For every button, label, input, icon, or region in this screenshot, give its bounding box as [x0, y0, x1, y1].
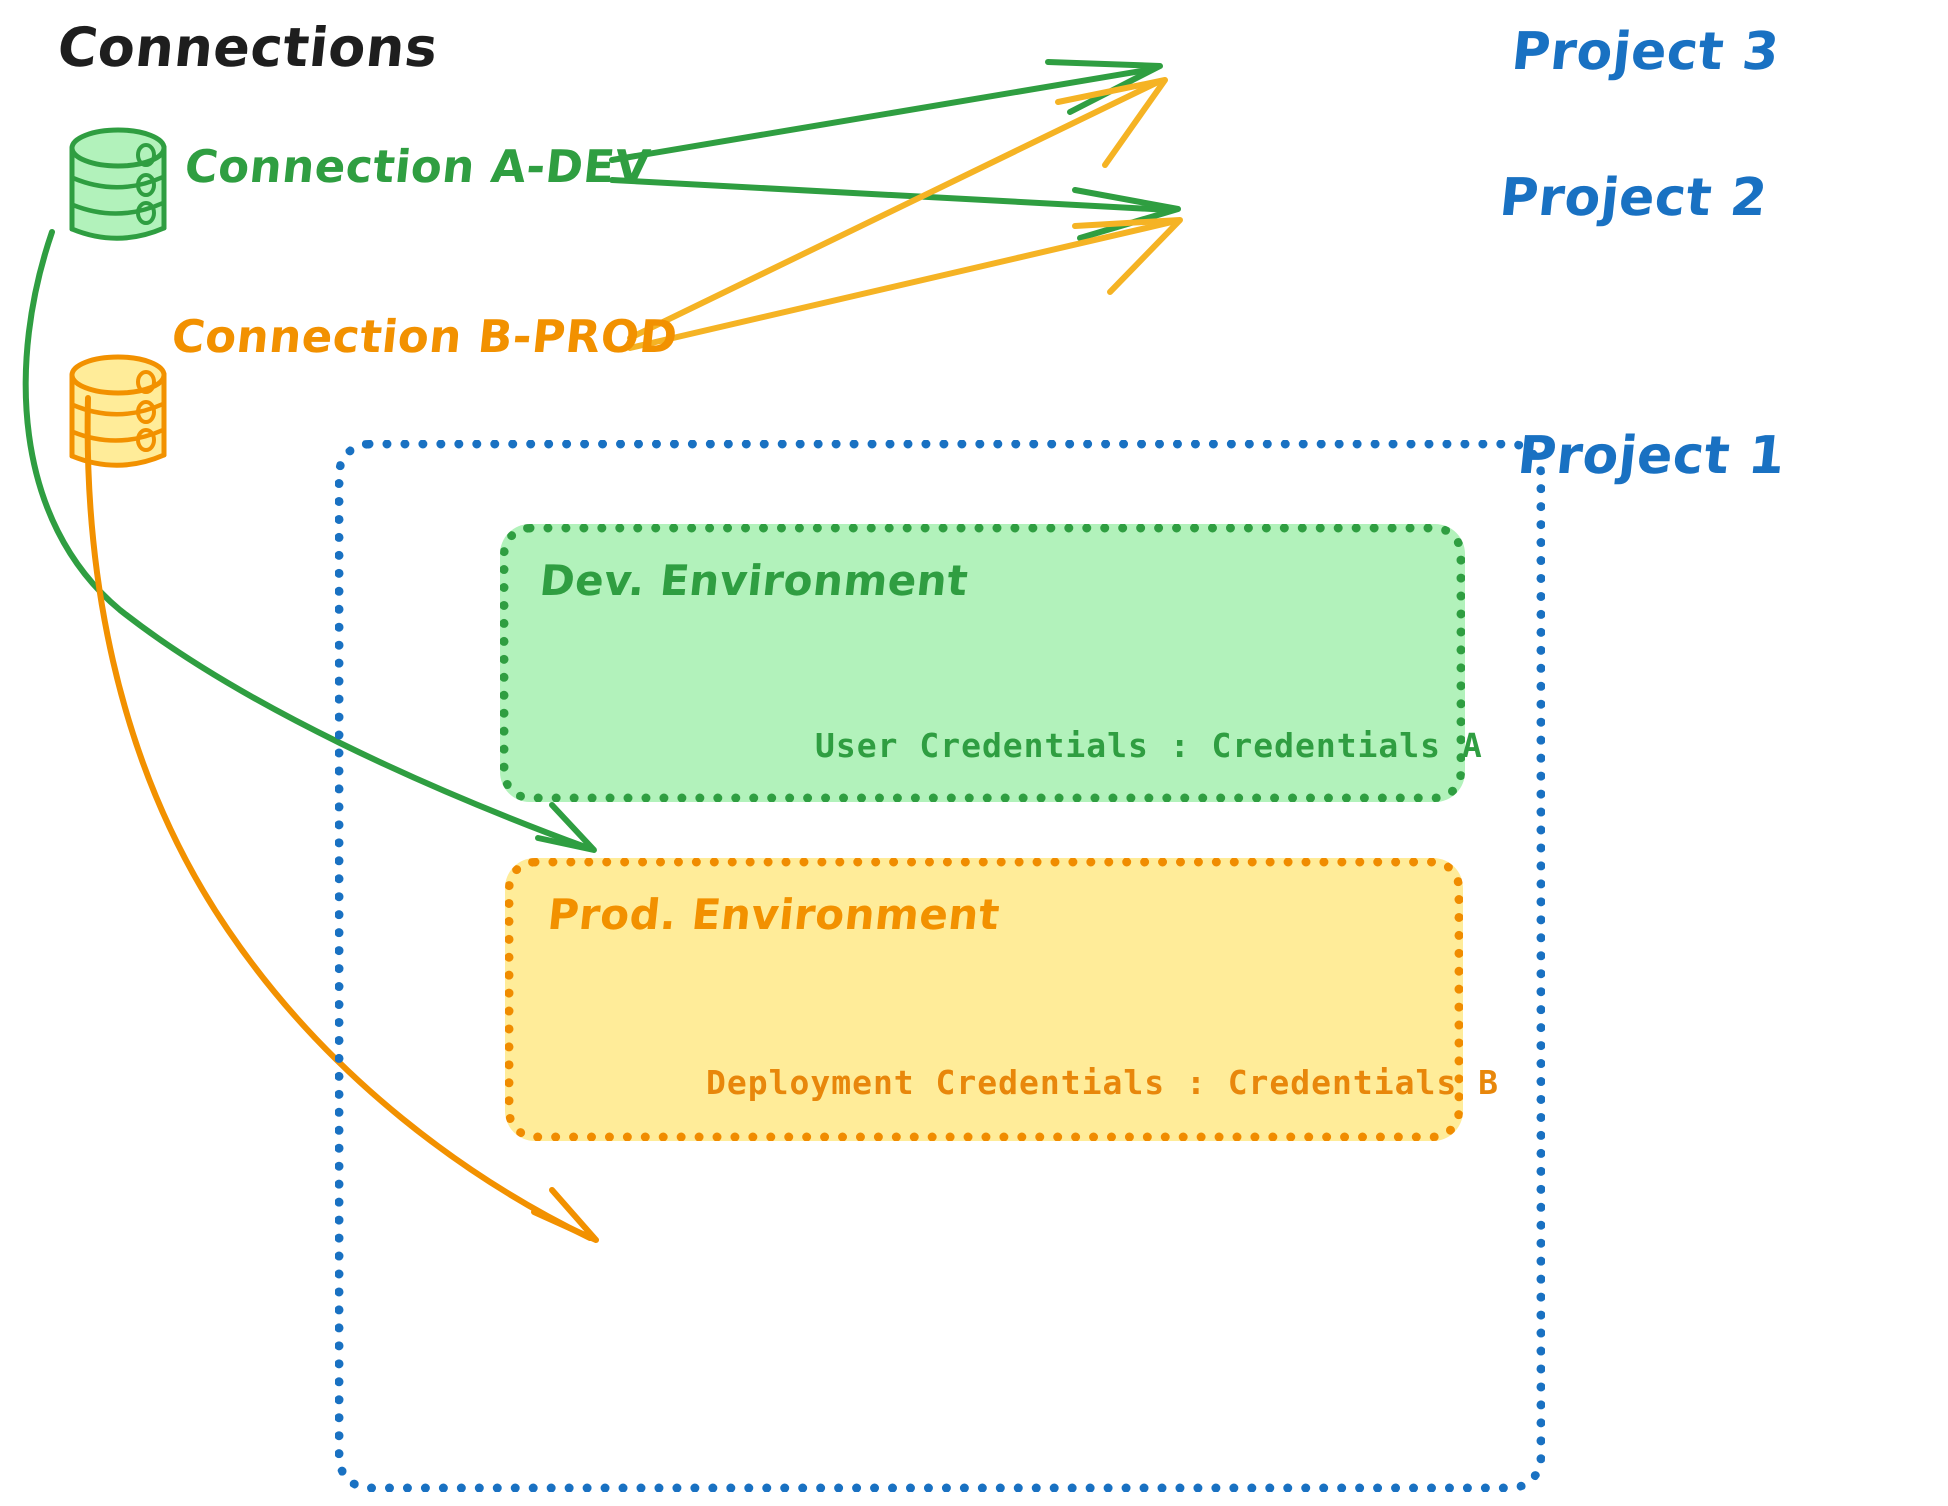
project-2-label[interactable]: Project 2 — [1496, 168, 1771, 228]
project-3-label[interactable]: Project 3 — [1508, 22, 1783, 82]
connection-b-prod-label[interactable]: Connection B-PROD — [169, 310, 681, 363]
page-title: Connections — [54, 16, 442, 79]
database-cylinder-icon-b-prod[interactable] — [69, 354, 167, 468]
dev-environment-title: Dev. Environment — [537, 556, 971, 605]
prod-credentials-line: Deployment Credentials : Credentials B — [706, 1063, 1499, 1102]
project-1-label[interactable]: Project 1 — [1514, 426, 1789, 486]
prod-environment-box[interactable] — [505, 858, 1463, 1141]
edge-a-dev-to-project-2 — [609, 177, 1181, 241]
connection-a-dev-label[interactable]: Connection A-DEV — [182, 140, 653, 193]
project-1-container — [335, 440, 1545, 1492]
edge-a-dev-to-project-3 — [609, 59, 1163, 163]
edge-b-prod-to-project-3 — [627, 77, 1168, 341]
database-cylinder-icon-a-dev[interactable] — [69, 127, 167, 241]
edge-b-prod-to-prod-environment — [84, 395, 599, 1243]
edge-a-dev-to-dev-environment — [22, 229, 597, 853]
dev-environment-box[interactable] — [500, 524, 1465, 802]
dev-credentials-line: User Credentials : Credentials A — [815, 726, 1483, 765]
edge-b-prod-to-project-2 — [627, 217, 1183, 351]
prod-environment-title: Prod. Environment — [545, 890, 1003, 939]
